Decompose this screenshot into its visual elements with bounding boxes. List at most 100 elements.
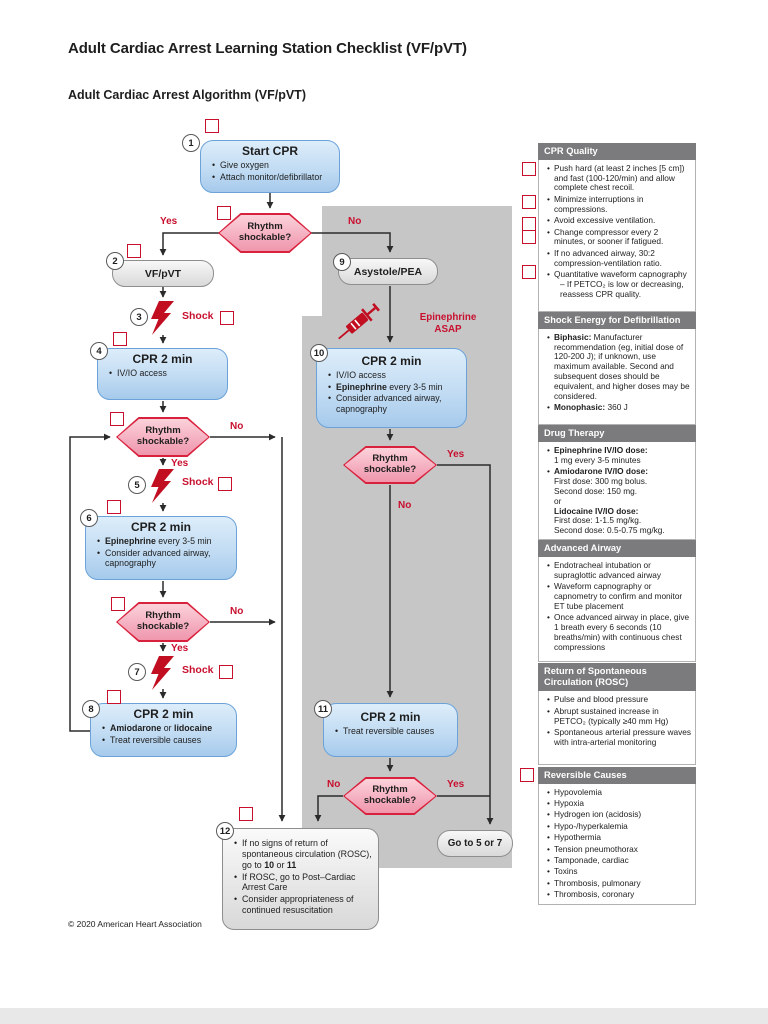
sidebar-section-rosc: Return of Spontaneous Circulation (ROSC)… <box>538 663 696 766</box>
sidebar-item: Biphasic: Manufacturer recommendation (e… <box>547 332 691 402</box>
sidebar-item: Waveform capnography or capnometry to co… <box>547 581 691 612</box>
section-header: Reversible Causes <box>538 767 696 784</box>
start-cpr-box: Start CPR Give oxygen Attach monitor/def… <box>200 140 340 193</box>
box10-bullet: Consider advanced airway, capnography <box>328 393 460 414</box>
sidebar-section-cpr-quality: CPR Quality Push hard (at least 2 inches… <box>538 143 696 312</box>
box11-title: CPR 2 min <box>360 710 421 724</box>
checkbox-rhythm-1[interactable] <box>217 206 231 220</box>
no-label-2: No <box>230 421 244 432</box>
sidebar-item: Epinephrine IV/IO dose: 1 mg every 3-5 m… <box>547 445 691 466</box>
section-header: CPR Quality <box>538 143 696 160</box>
start-cpr-bullet: Attach monitor/defibrillator <box>212 172 333 183</box>
step-number-3: 3 <box>130 308 148 326</box>
step-number-5: 5 <box>128 476 146 494</box>
checkbox-step-2[interactable] <box>127 244 141 258</box>
box10-bullet: IV/IO access <box>328 370 460 381</box>
sidebar-item: Thrombosis, pulmonary <box>547 878 691 889</box>
decision-rhythm-shockable-4: Rhythm shockable? <box>343 446 437 484</box>
sidebar-item: Hypothermia <box>547 832 691 843</box>
cpr-2min-box-8: CPR 2 min Amiodarone or lidocaine Treat … <box>90 703 237 757</box>
yes-label-1: Yes <box>160 216 178 227</box>
sidebar-item: Change compressor every 2 minutes, or so… <box>547 227 691 248</box>
checkbox-rhythm-2[interactable] <box>110 412 124 426</box>
yes-label-4: Yes <box>447 449 465 460</box>
sidebar-item: Toxins <box>547 867 691 878</box>
shock-bolt-icon <box>151 301 174 335</box>
decision-label: Rhythm shockable? <box>363 453 417 475</box>
checkbox-rhythm-3[interactable] <box>111 597 125 611</box>
sidebar-item: Abrupt sustained increase in PETCO₂ (typ… <box>547 706 691 727</box>
checkbox-step-4[interactable] <box>113 332 127 346</box>
box6-bullet: Consider advanced airway, capnography <box>97 548 230 569</box>
page-bottom-edge <box>0 1008 768 1024</box>
vf-pvt-box: VF/pVT <box>112 260 214 287</box>
cpr-2min-box-6: CPR 2 min Epinephrine every 3-5 min Cons… <box>85 516 237 580</box>
no-label-1: No <box>348 216 362 227</box>
step-number-6: 6 <box>80 509 98 527</box>
step-number-7: 7 <box>128 663 146 681</box>
section-header: Return of Spontaneous Circulation (ROSC) <box>538 663 696 692</box>
checkbox-cpr-quality-2[interactable] <box>522 195 536 209</box>
sidebar-item: Avoid excessive ventilation. <box>547 215 691 226</box>
sidebar-item: Once advanced airway in place, give 1 br… <box>547 612 691 653</box>
checkbox-step-8[interactable] <box>107 690 121 704</box>
decision-label: Rhythm shockable? <box>363 784 417 806</box>
decision-rhythm-shockable-3: Rhythm shockable? <box>116 602 210 642</box>
step-number-1: 1 <box>182 134 200 152</box>
box4-bullet: IV/IO access <box>109 368 221 379</box>
shock-label-3: Shock <box>182 310 214 322</box>
no-label-3: No <box>230 606 244 617</box>
checkbox-cpr-quality-4[interactable] <box>522 230 536 244</box>
sidebar-item: Hypo-/hyperkalemia <box>547 821 691 832</box>
decision-label: Rhythm shockable? <box>136 425 190 447</box>
asystole-pea-box: Asystole/PEA <box>338 258 438 285</box>
sidebar-section-drug-therapy: Drug Therapy Epinephrine IV/IO dose: 1 m… <box>538 425 696 540</box>
goto-5-or-7-box: Go to 5 or 7 <box>437 830 513 857</box>
section-header: Shock Energy for Defibrillation <box>538 312 696 329</box>
sidebar-item: Push hard (at least 2 inches [5 cm]) and… <box>547 163 691 194</box>
sidebar-section-reversible-causes: Reversible Causes Hypovolemia Hypoxia Hy… <box>538 767 696 905</box>
box12-bullet: If no signs of return of spontaneous cir… <box>234 838 372 871</box>
decision-rhythm-shockable-2: Rhythm shockable? <box>116 417 210 457</box>
step-number-11: 11 <box>314 700 332 718</box>
checkbox-reversible-causes[interactable] <box>520 768 534 782</box>
step-number-2: 2 <box>106 252 124 270</box>
sidebar-item: Amiodarone IV/IO dose: First dose: 300 m… <box>547 466 691 536</box>
cpr-2min-box-11: CPR 2 min Treat reversible causes <box>323 703 458 757</box>
step-number-8: 8 <box>82 700 100 718</box>
copyright-text: © 2020 American Heart Association <box>68 919 202 929</box>
sidebar-item: Hydrogen ion (acidosis) <box>547 810 691 821</box>
box11-bullet: Treat reversible causes <box>335 726 451 737</box>
start-cpr-title: Start CPR <box>241 144 298 158</box>
start-cpr-bullet: Give oxygen <box>212 160 333 171</box>
checkbox-cpr-quality-3[interactable] <box>522 217 536 231</box>
decision-rhythm-shockable-1: Rhythm shockable? <box>218 213 312 253</box>
no-label-4: No <box>398 500 412 511</box>
shock-bolt-icon <box>151 656 174 690</box>
box8-bullet: Amiodarone or lidocaine <box>102 723 230 734</box>
page-subtitle: Adult Cardiac Arrest Algorithm (VF/pVT) <box>68 88 306 102</box>
checkbox-step-12[interactable] <box>239 807 253 821</box>
checkbox-shock-7[interactable] <box>219 665 233 679</box>
sidebar-item: Hypoxia <box>547 798 691 809</box>
sidebar-item: Pulse and blood pressure <box>547 694 691 705</box>
checkbox-shock-5[interactable] <box>218 477 232 491</box>
shock-label-7: Shock <box>182 664 214 676</box>
sidebar-section-advanced-airway: Advanced Airway Endotracheal intubation … <box>538 540 696 662</box>
checkbox-cpr-quality-5[interactable] <box>522 265 536 279</box>
checkbox-step-6[interactable] <box>107 500 121 514</box>
yes-label-3: Yes <box>171 643 189 654</box>
sidebar-item: Spontaneous arterial pressure waves with… <box>547 727 691 748</box>
box12-bullet: If ROSC, go to Post–Cardiac Arrest Care <box>234 872 372 894</box>
box10-title: CPR 2 min <box>361 354 422 368</box>
cpr-2min-box-10: CPR 2 min IV/IO access Epinephrine every… <box>316 348 467 428</box>
box6-title: CPR 2 min <box>130 520 191 534</box>
box10-bullet: Epinephrine every 3-5 min <box>328 382 460 393</box>
checkbox-shock-3[interactable] <box>220 311 234 325</box>
step-number-12: 12 <box>216 822 234 840</box>
checkbox-cpr-quality-1[interactable] <box>522 162 536 176</box>
sidebar-item: Tamponade, cardiac <box>547 855 691 866</box>
checkbox-step-1[interactable] <box>205 119 219 133</box>
